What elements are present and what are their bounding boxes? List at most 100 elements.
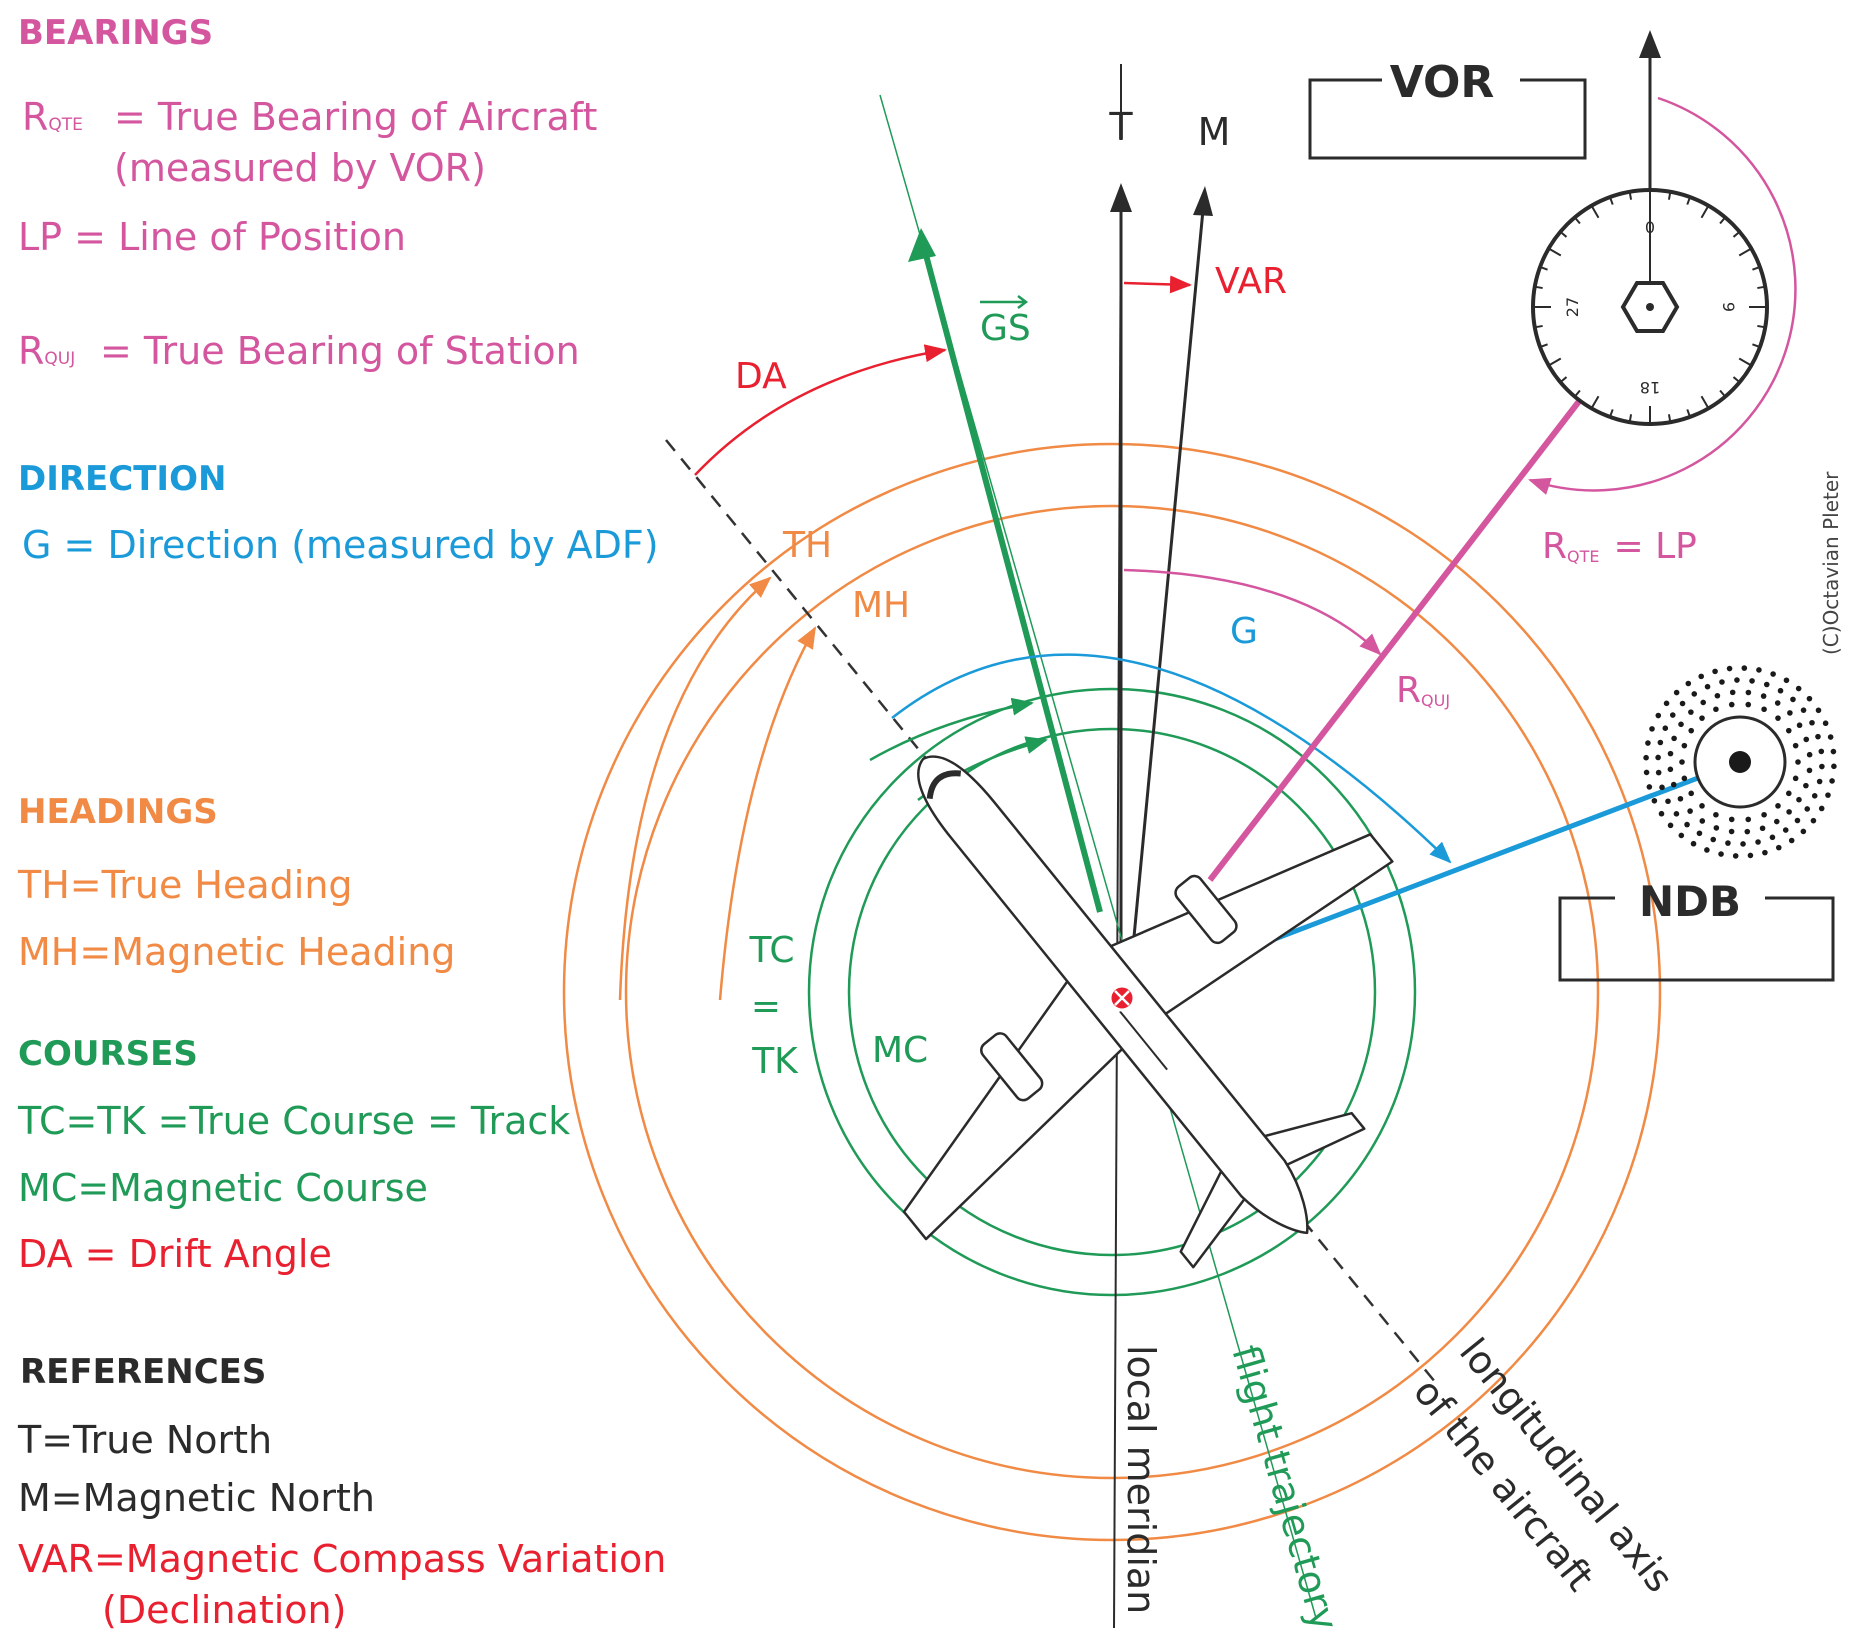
ndb-signal-dot xyxy=(1655,769,1662,776)
ndb-signal-dot xyxy=(1744,828,1751,835)
ndb-signal-dot xyxy=(1710,836,1717,843)
var-definition-note: (Declination) xyxy=(102,1588,347,1632)
ndb-signal-dots xyxy=(1643,665,1837,859)
ndb-signal-dot xyxy=(1698,673,1705,680)
ndb-signal-dot xyxy=(1657,739,1664,746)
vor-dial-tick xyxy=(1559,376,1568,383)
ndb-signal-dot xyxy=(1729,689,1736,696)
ndb-signal-dot xyxy=(1775,803,1781,809)
ndb-signal-dot xyxy=(1713,706,1719,713)
vor-dial-n: 0 xyxy=(1645,218,1655,237)
ndb-signal-dot xyxy=(1685,680,1692,687)
ndb-signal-dot xyxy=(1788,837,1795,844)
ndb-signal-dot xyxy=(1803,782,1809,789)
aircraft-cockpit-window xyxy=(926,770,962,800)
label-rquj-main: R xyxy=(1396,670,1421,711)
t-definition: T=True North xyxy=(18,1418,273,1462)
rqte-symbol-sub: QTE xyxy=(48,115,83,135)
ndb-signal-dot xyxy=(1659,784,1665,791)
ndb-signal-dot xyxy=(1677,795,1684,802)
th-arc-arrow xyxy=(618,576,772,1001)
label-t: T xyxy=(1108,105,1133,149)
ground-speed-arrowhead xyxy=(908,228,936,262)
ndb-signal-dot xyxy=(1670,781,1677,788)
aircraft-left-engine xyxy=(980,1032,1044,1102)
vor-station: 0 9 18 27 xyxy=(1531,30,1769,426)
ndb-signal-dot xyxy=(1678,721,1684,728)
ndb-signal-dot xyxy=(1678,832,1685,839)
ndb-signal-dot xyxy=(1745,816,1752,823)
ndb-signal-dot xyxy=(1696,830,1703,837)
label-g: G xyxy=(1230,611,1258,652)
ndb-signal-dot xyxy=(1747,852,1754,859)
vor-north-arrowhead xyxy=(1639,30,1661,58)
ndb-signal-dot xyxy=(1795,685,1802,692)
ndb-bearing-line xyxy=(1195,759,1741,972)
ndb-signal-dot xyxy=(1818,805,1825,812)
ndb-signal-dot xyxy=(1794,817,1801,824)
ndb-signal-dot xyxy=(1773,818,1780,825)
rquj-symbol-sub: QUJ xyxy=(44,349,76,369)
label-gs: GS xyxy=(980,308,1031,349)
ndb-signal-dot xyxy=(1795,759,1801,765)
ndb-signal-dot xyxy=(1777,687,1784,694)
label-tc: TC xyxy=(748,930,794,971)
vor-dial-tick xyxy=(1609,409,1614,418)
ndb-signal-dot xyxy=(1713,825,1720,831)
label-copyright: (C)Octavian Pleter xyxy=(1819,471,1843,655)
rquj-definition: = True Bearing of Station xyxy=(100,329,580,373)
drift-angle-arc xyxy=(694,344,947,476)
ndb-signal-dot xyxy=(1699,818,1706,824)
th-definition: TH=True Heading xyxy=(18,863,353,907)
ndb-signal-dot xyxy=(1831,763,1837,770)
ndb-signal-dot xyxy=(1785,790,1792,797)
label-rqte-main: R xyxy=(1542,526,1567,567)
da-definition: DA = Drift Angle xyxy=(18,1232,332,1276)
ndb-signal-dot xyxy=(1713,811,1719,818)
ndb-signal-dot xyxy=(1684,821,1690,828)
vor-center-dot xyxy=(1646,303,1654,311)
mh-arc-arrow xyxy=(718,626,817,1001)
ndb-signal-dot xyxy=(1761,706,1767,713)
ndb-signal-dot xyxy=(1704,683,1711,690)
ndb-signal-dot xyxy=(1827,734,1834,740)
ndb-signal-dot xyxy=(1673,811,1680,817)
ndb-signal-dot xyxy=(1718,851,1724,857)
ndb-signal-dot xyxy=(1806,767,1813,774)
ndb-signal-dot xyxy=(1679,759,1685,765)
aircraft-right-engine xyxy=(1174,874,1238,945)
ndb-signal-dot xyxy=(1681,742,1688,749)
ground-speed-vector xyxy=(923,254,1103,913)
label-local-meridian: local meridian xyxy=(1119,1345,1163,1614)
label-flight-trajectory: flight trajectory xyxy=(1223,1340,1346,1635)
var-definition: VAR=Magnetic Compass Variation xyxy=(18,1537,667,1581)
ndb-signal-dot xyxy=(1792,775,1799,782)
true-north-arrowhead xyxy=(1110,183,1132,212)
ndb-signal-dot xyxy=(1759,825,1766,832)
vor-dial-tick xyxy=(1719,389,1726,398)
vor-dial-tick xyxy=(1752,266,1761,271)
vor-dial-tick xyxy=(1590,205,1600,219)
ndb-signal-dot xyxy=(1762,849,1768,856)
magnetic-north-arrowhead xyxy=(1193,186,1213,216)
label-mh: MH xyxy=(852,585,910,626)
vor-dial-tick xyxy=(1534,324,1543,329)
ndb-signal-dot xyxy=(1822,720,1829,727)
bearings-heading: BEARINGS xyxy=(18,13,214,53)
ndb-signal-dot xyxy=(1645,740,1651,746)
vor-dial-tick xyxy=(1609,196,1614,205)
ndb-signal-dot xyxy=(1643,754,1649,761)
ndb-signal-dot xyxy=(1816,778,1823,785)
ndb-signal-dot xyxy=(1655,754,1661,761)
label-m: M xyxy=(1198,110,1231,154)
ndb-label-box xyxy=(1558,896,1835,982)
ndb-signal-dot xyxy=(1688,790,1695,797)
rquj-arc xyxy=(1123,568,1382,656)
ndb-signal-dot xyxy=(1734,677,1740,683)
ndb-center-dot xyxy=(1729,751,1751,773)
ndb-signal-dot xyxy=(1804,806,1811,812)
direction-arc xyxy=(891,653,1452,864)
vor-dial-tick xyxy=(1732,376,1741,383)
ndb-label: NDB xyxy=(1639,877,1741,926)
ndb-signal-dot xyxy=(1663,700,1670,707)
